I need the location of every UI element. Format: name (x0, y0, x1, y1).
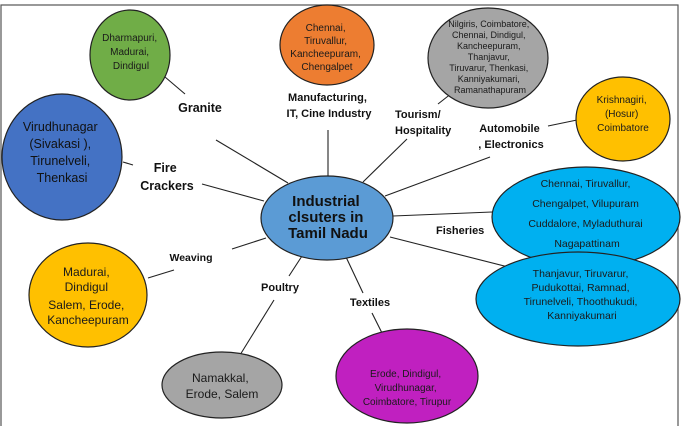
category-manufacturing: Manufacturing, IT, Cine Industry (287, 92, 373, 120)
connector-granite-node (164, 76, 186, 95)
hub-node-shape (260, 175, 394, 261)
weaving-locations: Madurai, Dindigul Salem, Erode, Kancheep… (47, 265, 128, 327)
fire-crackers-node-shape (1, 93, 123, 221)
connector-hub-fisheries-1 (392, 211, 493, 217)
connector-hub-fisheries-2 (389, 236, 513, 269)
connector-firecrackers-node (122, 161, 134, 166)
category-granite: Granite (178, 101, 222, 115)
category-weaving: Weaving (170, 252, 213, 264)
connector-hub-weaving (231, 237, 267, 250)
category-tourism: Tourism/ Hospitality (395, 109, 452, 137)
connector-hub-automobile (384, 156, 491, 197)
fire-crackers-locations: Virudhunagar (Sivakasi ), Tirunelveli, T… (23, 120, 101, 185)
connector-hub-poultry (288, 255, 303, 277)
category-fire-crackers: Fire Crackers (140, 161, 194, 193)
node-textiles: Erode, Dindigul, Virudhunagar, Coimbator… (335, 328, 479, 424)
node-fisheries-north: Chennai, Tiruvallur, Chengalpet, Vilupur… (491, 166, 681, 268)
category-labels: Granite Manufacturing, IT, Cine Industry… (140, 92, 543, 309)
textiles-node-shape (335, 328, 479, 424)
poultry-node-shape (161, 351, 283, 419)
tourism-node-shape (427, 7, 549, 109)
connector-weaving-node (147, 269, 175, 279)
automobile-locations: Krishnagiri, (Hosur) Coimbatore (597, 95, 650, 134)
textiles-locations: Erode, Dindigul, Virudhunagar, Coimbator… (363, 369, 452, 408)
node-fisheries-south: Thanjavur, Tiruvarur, Pudukottai, Ramnad… (475, 251, 681, 347)
connector-hub-tourism (362, 138, 408, 183)
granite-locations: Dharmapuri, Madurai, Dindigul (102, 33, 160, 72)
fisheries-south-node-shape (475, 251, 681, 347)
tourism-locations: Nilgiris, Coimbatore, Chennai, Dindigul,… (448, 19, 532, 95)
node-poultry: Namakkal, Erode, Salem (161, 351, 283, 419)
granite-node-shape (89, 9, 171, 101)
node-tourism: Nilgiris, Coimbatore, Chennai, Dindigul,… (427, 7, 549, 109)
connector-automobile-node (547, 119, 578, 127)
fisheries-south-locations: Thanjavur, Tiruvarur, Pudukottai, Ramnad… (524, 268, 641, 322)
connectors (122, 76, 578, 356)
node-granite: Dharmapuri, Madurai, Dindigul (89, 9, 171, 101)
node-manufacturing: Chennai, Tiruvallur, Kancheepuram, Cheng… (279, 4, 375, 86)
connector-hub-firecrackers (201, 183, 265, 202)
category-fisheries: Fisheries (436, 225, 484, 237)
hub-node: Industrial clsuters in Tamil Nadu (260, 175, 394, 261)
connector-hub-granite (215, 139, 289, 184)
category-automobile: Automobile , Electronics (478, 123, 543, 151)
poultry-locations: Namakkal, Erode, Salem (186, 371, 259, 401)
node-automobile: Krishnagiri, (Hosur) Coimbatore (575, 76, 671, 162)
category-poultry: Poultry (261, 282, 300, 294)
connector-poultry-node (239, 299, 275, 356)
node-weaving: Madurai, Dindigul Salem, Erode, Kancheep… (28, 242, 148, 348)
manufacturing-locations: Chennai, Tiruvallur, Kancheepuram, Cheng… (290, 23, 363, 73)
connector-hub-textiles (345, 256, 364, 294)
fisheries-north-locations: Chennai, Tiruvallur, Chengalpet, Vilupur… (528, 178, 645, 250)
hub-title: Industrial clsuters in Tamil Nadu (288, 193, 368, 242)
automobile-node-shape (575, 76, 671, 162)
manufacturing-node-shape (279, 4, 375, 86)
node-fire-crackers: Virudhunagar (Sivakasi ), Tirunelveli, T… (1, 93, 123, 221)
weaving-node-shape (28, 242, 148, 348)
category-textiles: Textiles (350, 297, 390, 309)
